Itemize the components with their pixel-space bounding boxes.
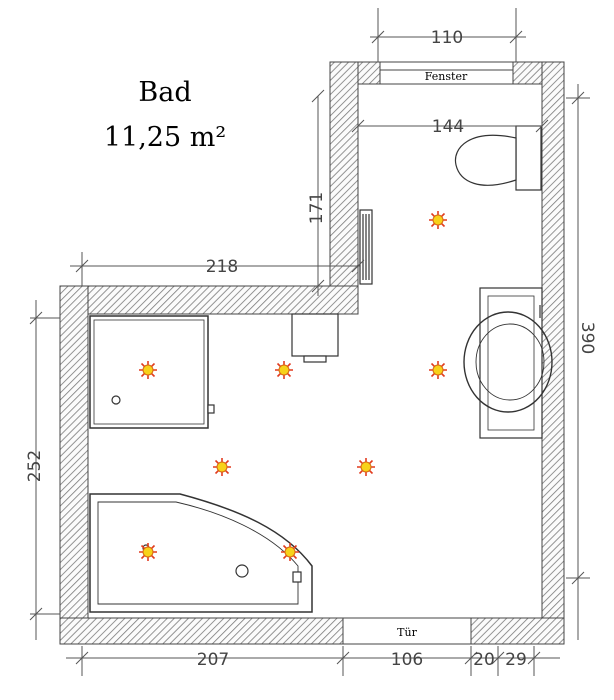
dim-29: 29 — [505, 650, 527, 670]
bathtub-icon — [89, 493, 313, 613]
wall-bottom — [59, 617, 565, 645]
dim-390: 390 — [577, 322, 597, 354]
light-icon — [274, 360, 294, 380]
dim-171: 171 — [307, 192, 327, 224]
dim-144: 144 — [432, 117, 464, 137]
wall-right — [541, 61, 565, 645]
dimension-labels: 110 144 171 218 252 390 207 106 20 29 — [25, 28, 597, 670]
dimension-lines — [29, 8, 590, 676]
dim-218: 218 — [206, 257, 238, 277]
radiator-icon — [359, 209, 373, 285]
light-icon — [428, 210, 448, 230]
room-name: Bad — [138, 77, 191, 108]
light-icon — [212, 457, 232, 477]
door-label: Tür — [397, 626, 417, 639]
wall-upper-left — [329, 61, 359, 289]
walls — [59, 61, 565, 645]
dim-252: 252 — [25, 450, 45, 482]
dim-20: 20 — [473, 650, 495, 670]
wall-left — [59, 285, 89, 645]
light-icon — [428, 360, 448, 380]
light-icon — [280, 542, 300, 562]
sink-icon — [463, 287, 553, 439]
window: Fenster — [379, 61, 514, 85]
light-icon — [138, 360, 158, 380]
dim-207: 207 — [197, 650, 229, 670]
door: Tür — [342, 617, 472, 645]
light-icon — [356, 457, 376, 477]
room-area: 11,25 m² — [104, 122, 226, 153]
dim-106: 106 — [391, 650, 423, 670]
window-label: Fenster — [425, 70, 468, 83]
toilet-icon — [454, 125, 542, 191]
dim-110: 110 — [431, 28, 463, 48]
light-icon — [138, 542, 158, 562]
washing-machine-icon — [291, 313, 339, 363]
